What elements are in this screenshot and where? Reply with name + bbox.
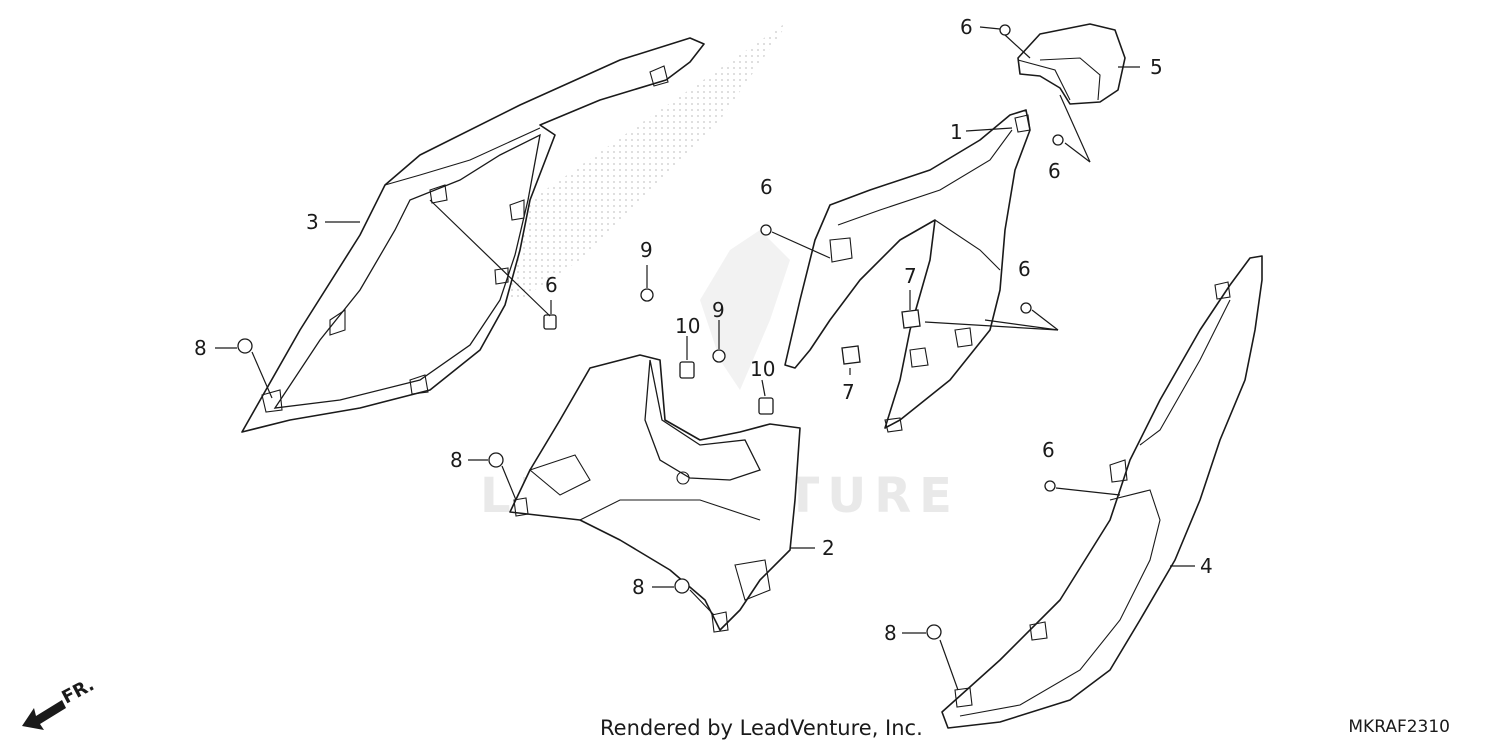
callout-8-right: 8 — [884, 621, 897, 645]
clip-7-a — [901, 309, 921, 329]
callout-6-right-cap: 6 — [1048, 159, 1061, 183]
front-arrow-icon — [22, 700, 66, 730]
callout-6-center: 6 — [760, 175, 773, 199]
screw-6-right-cap — [1052, 134, 1064, 146]
callout-6-lower-right: 6 — [1042, 438, 1055, 462]
callout-1: 1 — [950, 120, 963, 144]
bolt-8-center — [488, 452, 504, 468]
part-5-rear-cap — [1017, 23, 1126, 105]
callout-10-b: 10 — [750, 357, 775, 381]
callout-10-a: 10 — [675, 314, 700, 338]
screw-6-left — [543, 314, 557, 330]
part-2-center-lower-cover — [509, 354, 801, 633]
callout-9-b: 9 — [712, 298, 725, 322]
callout-3: 3 — [306, 210, 319, 234]
nut-10-a — [679, 361, 695, 379]
diagram-code: MKRAF2310 — [1348, 717, 1450, 737]
leader-lines — [215, 26, 1195, 691]
fasteners — [237, 24, 1064, 640]
callouts: 1 2 3 4 5 6 6 6 6 6 6 7 7 8 8 8 8 9 9 10… — [194, 15, 1213, 645]
part-4-right-side-cover — [941, 255, 1263, 729]
screw-9-b — [712, 349, 726, 363]
callout-2: 2 — [822, 536, 835, 560]
callout-8-center: 8 — [450, 448, 463, 472]
callout-8-left: 8 — [194, 336, 207, 360]
callout-8-lower: 8 — [632, 575, 645, 599]
bolt-8-left — [237, 338, 253, 354]
callout-6-top: 6 — [960, 15, 973, 39]
callout-9-a: 9 — [640, 238, 653, 262]
callout-6-right: 6 — [1018, 257, 1031, 281]
screw-6-right — [1020, 302, 1032, 314]
part-3-left-side-cover — [241, 37, 705, 433]
callout-7-b: 7 — [842, 380, 855, 404]
callout-6-left: 6 — [545, 273, 558, 297]
nut-10-b — [758, 397, 774, 415]
bolt-8-lower — [674, 578, 690, 594]
callout-5: 5 — [1150, 55, 1163, 79]
screw-6-lower-right — [1044, 480, 1056, 492]
front-direction-indicator: FR. — [22, 674, 98, 730]
bolt-8-right — [926, 624, 942, 640]
front-label: FR. — [58, 674, 97, 708]
screw-6-center — [760, 224, 772, 236]
callout-4: 4 — [1200, 554, 1213, 578]
clip-7-b — [841, 345, 861, 365]
render-credit: Rendered by LeadVenture, Inc. — [600, 716, 923, 740]
screw-6-top — [999, 24, 1011, 36]
screw-9-a — [640, 288, 654, 302]
callout-7-a: 7 — [904, 264, 917, 288]
part-1-inner-frame-cover — [784, 109, 1031, 433]
